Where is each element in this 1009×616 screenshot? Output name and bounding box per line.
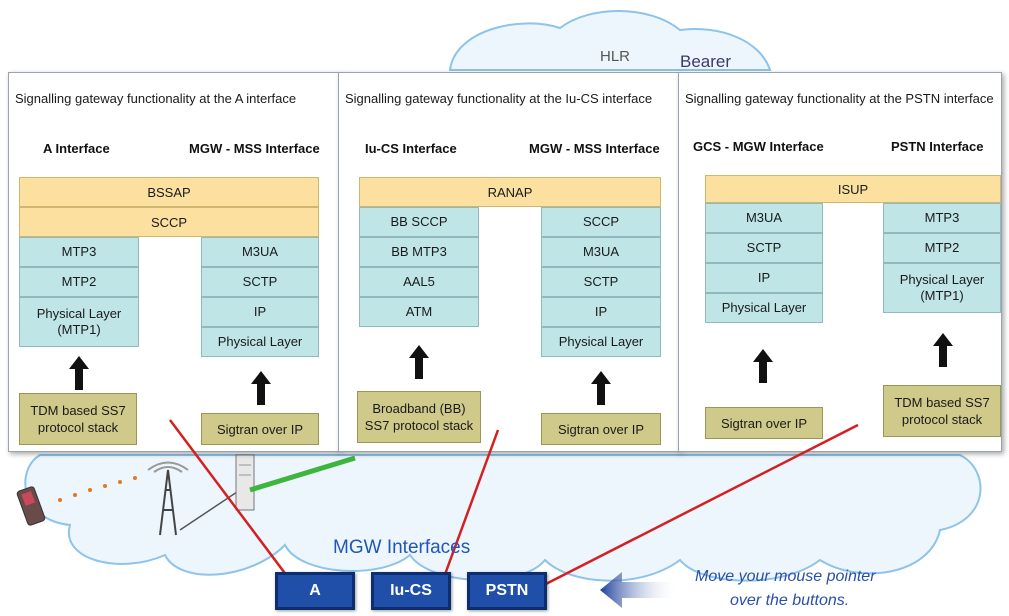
iucs-interface-button[interactable]: Iu-CS xyxy=(371,572,451,610)
right-layer-mtp3: MTP3 xyxy=(883,203,1001,233)
left-source-box: Sigtran over IP xyxy=(705,407,823,439)
right-layer-ip: IP xyxy=(541,297,661,327)
up-arrow-icon xyxy=(591,371,611,405)
media-gateway-icon xyxy=(235,454,255,511)
left-layer-atm: ATM xyxy=(359,297,479,327)
up-arrow-icon xyxy=(933,333,953,367)
right-layer-ip: IP xyxy=(201,297,319,327)
panel-title: Signalling gateway functionality at the … xyxy=(15,91,297,106)
left-layer-physical: Physical Layer xyxy=(705,293,823,323)
left-source-box: TDM based SS7 protocol stack xyxy=(19,393,137,445)
up-arrow-icon xyxy=(69,356,89,390)
left-interface-heading: A Interface xyxy=(43,141,110,156)
right-layer-sccp: SCCP xyxy=(541,207,661,237)
left-source-box: Broadband (BB) SS7 protocol stack xyxy=(357,391,481,443)
left-layer-sctp: SCTP xyxy=(705,233,823,263)
radio-signal xyxy=(58,476,137,502)
right-layer-sctp: SCTP xyxy=(201,267,319,297)
up-arrow-icon xyxy=(251,371,271,405)
shared-layer-sccp: SCCP xyxy=(19,207,319,237)
panel-iucs-interface: Signalling gateway functionality at the … xyxy=(338,72,680,452)
left-interface-heading: GCS - MGW Interface xyxy=(693,139,824,154)
panel-title: Signalling gateway functionality at the … xyxy=(345,91,653,106)
mobile-phone-icon xyxy=(16,486,46,526)
shared-layer-isup: ISUP xyxy=(705,175,1001,203)
right-layer-sctp: SCTP xyxy=(541,267,661,297)
right-layer-physical: Physical Layer xyxy=(541,327,661,357)
shared-layer-ranap: RANAP xyxy=(359,177,661,207)
left-layer-physical: Physical Layer (MTP1) xyxy=(19,297,139,347)
left-layer-bb-sccp: BB SCCP xyxy=(359,207,479,237)
right-layer-m3ua: M3UA xyxy=(201,237,319,267)
hint-line-1: Move your mouse pointer xyxy=(695,568,876,585)
right-layer-physical: Physical Layer xyxy=(201,327,319,357)
panel-title: Signalling gateway functionality at the … xyxy=(685,91,994,106)
hint-line-2: over the buttons. xyxy=(730,592,850,609)
up-arrow-icon xyxy=(753,349,773,383)
right-source-box: TDM based SS7 protocol stack xyxy=(883,385,1001,437)
mgw-interfaces-title: MGW Interfaces xyxy=(333,537,471,558)
pstn-interface-button[interactable]: PSTN xyxy=(467,572,547,610)
right-source-box: Sigtran over IP xyxy=(541,413,661,445)
up-arrow-icon xyxy=(409,345,429,379)
left-layer-m3ua: M3UA xyxy=(705,203,823,233)
left-interface-heading: Iu-CS Interface xyxy=(365,141,457,156)
network-elements xyxy=(16,454,356,536)
shared-layer-bssap: BSSAP xyxy=(19,177,319,207)
right-layer-physical: Physical Layer (MTP1) xyxy=(883,263,1001,313)
left-layer-aal5: AAL5 xyxy=(359,267,479,297)
right-layer-mtp2: MTP2 xyxy=(883,233,1001,263)
bearer-label: Bearer xyxy=(680,52,732,71)
left-arrow-icon xyxy=(600,572,678,608)
hlr-label: HLR xyxy=(600,48,631,65)
right-interface-heading: PSTN Interface xyxy=(891,139,984,154)
right-layer-m3ua: M3UA xyxy=(541,237,661,267)
left-layer-bb-mtp3: BB MTP3 xyxy=(359,237,479,267)
left-layer-mtp2: MTP2 xyxy=(19,267,139,297)
a-interface-button[interactable]: A xyxy=(275,572,355,610)
right-interface-heading: MGW - MSS Interface xyxy=(189,141,320,156)
antenna-tower-icon xyxy=(147,461,189,536)
panel-pstn-interface: Signalling gateway functionality at the … xyxy=(678,72,1002,452)
left-layer-ip: IP xyxy=(705,263,823,293)
right-interface-heading: MGW - MSS Interface xyxy=(529,141,660,156)
right-source-box: Sigtran over IP xyxy=(201,413,319,445)
left-layer-mtp3: MTP3 xyxy=(19,237,139,267)
